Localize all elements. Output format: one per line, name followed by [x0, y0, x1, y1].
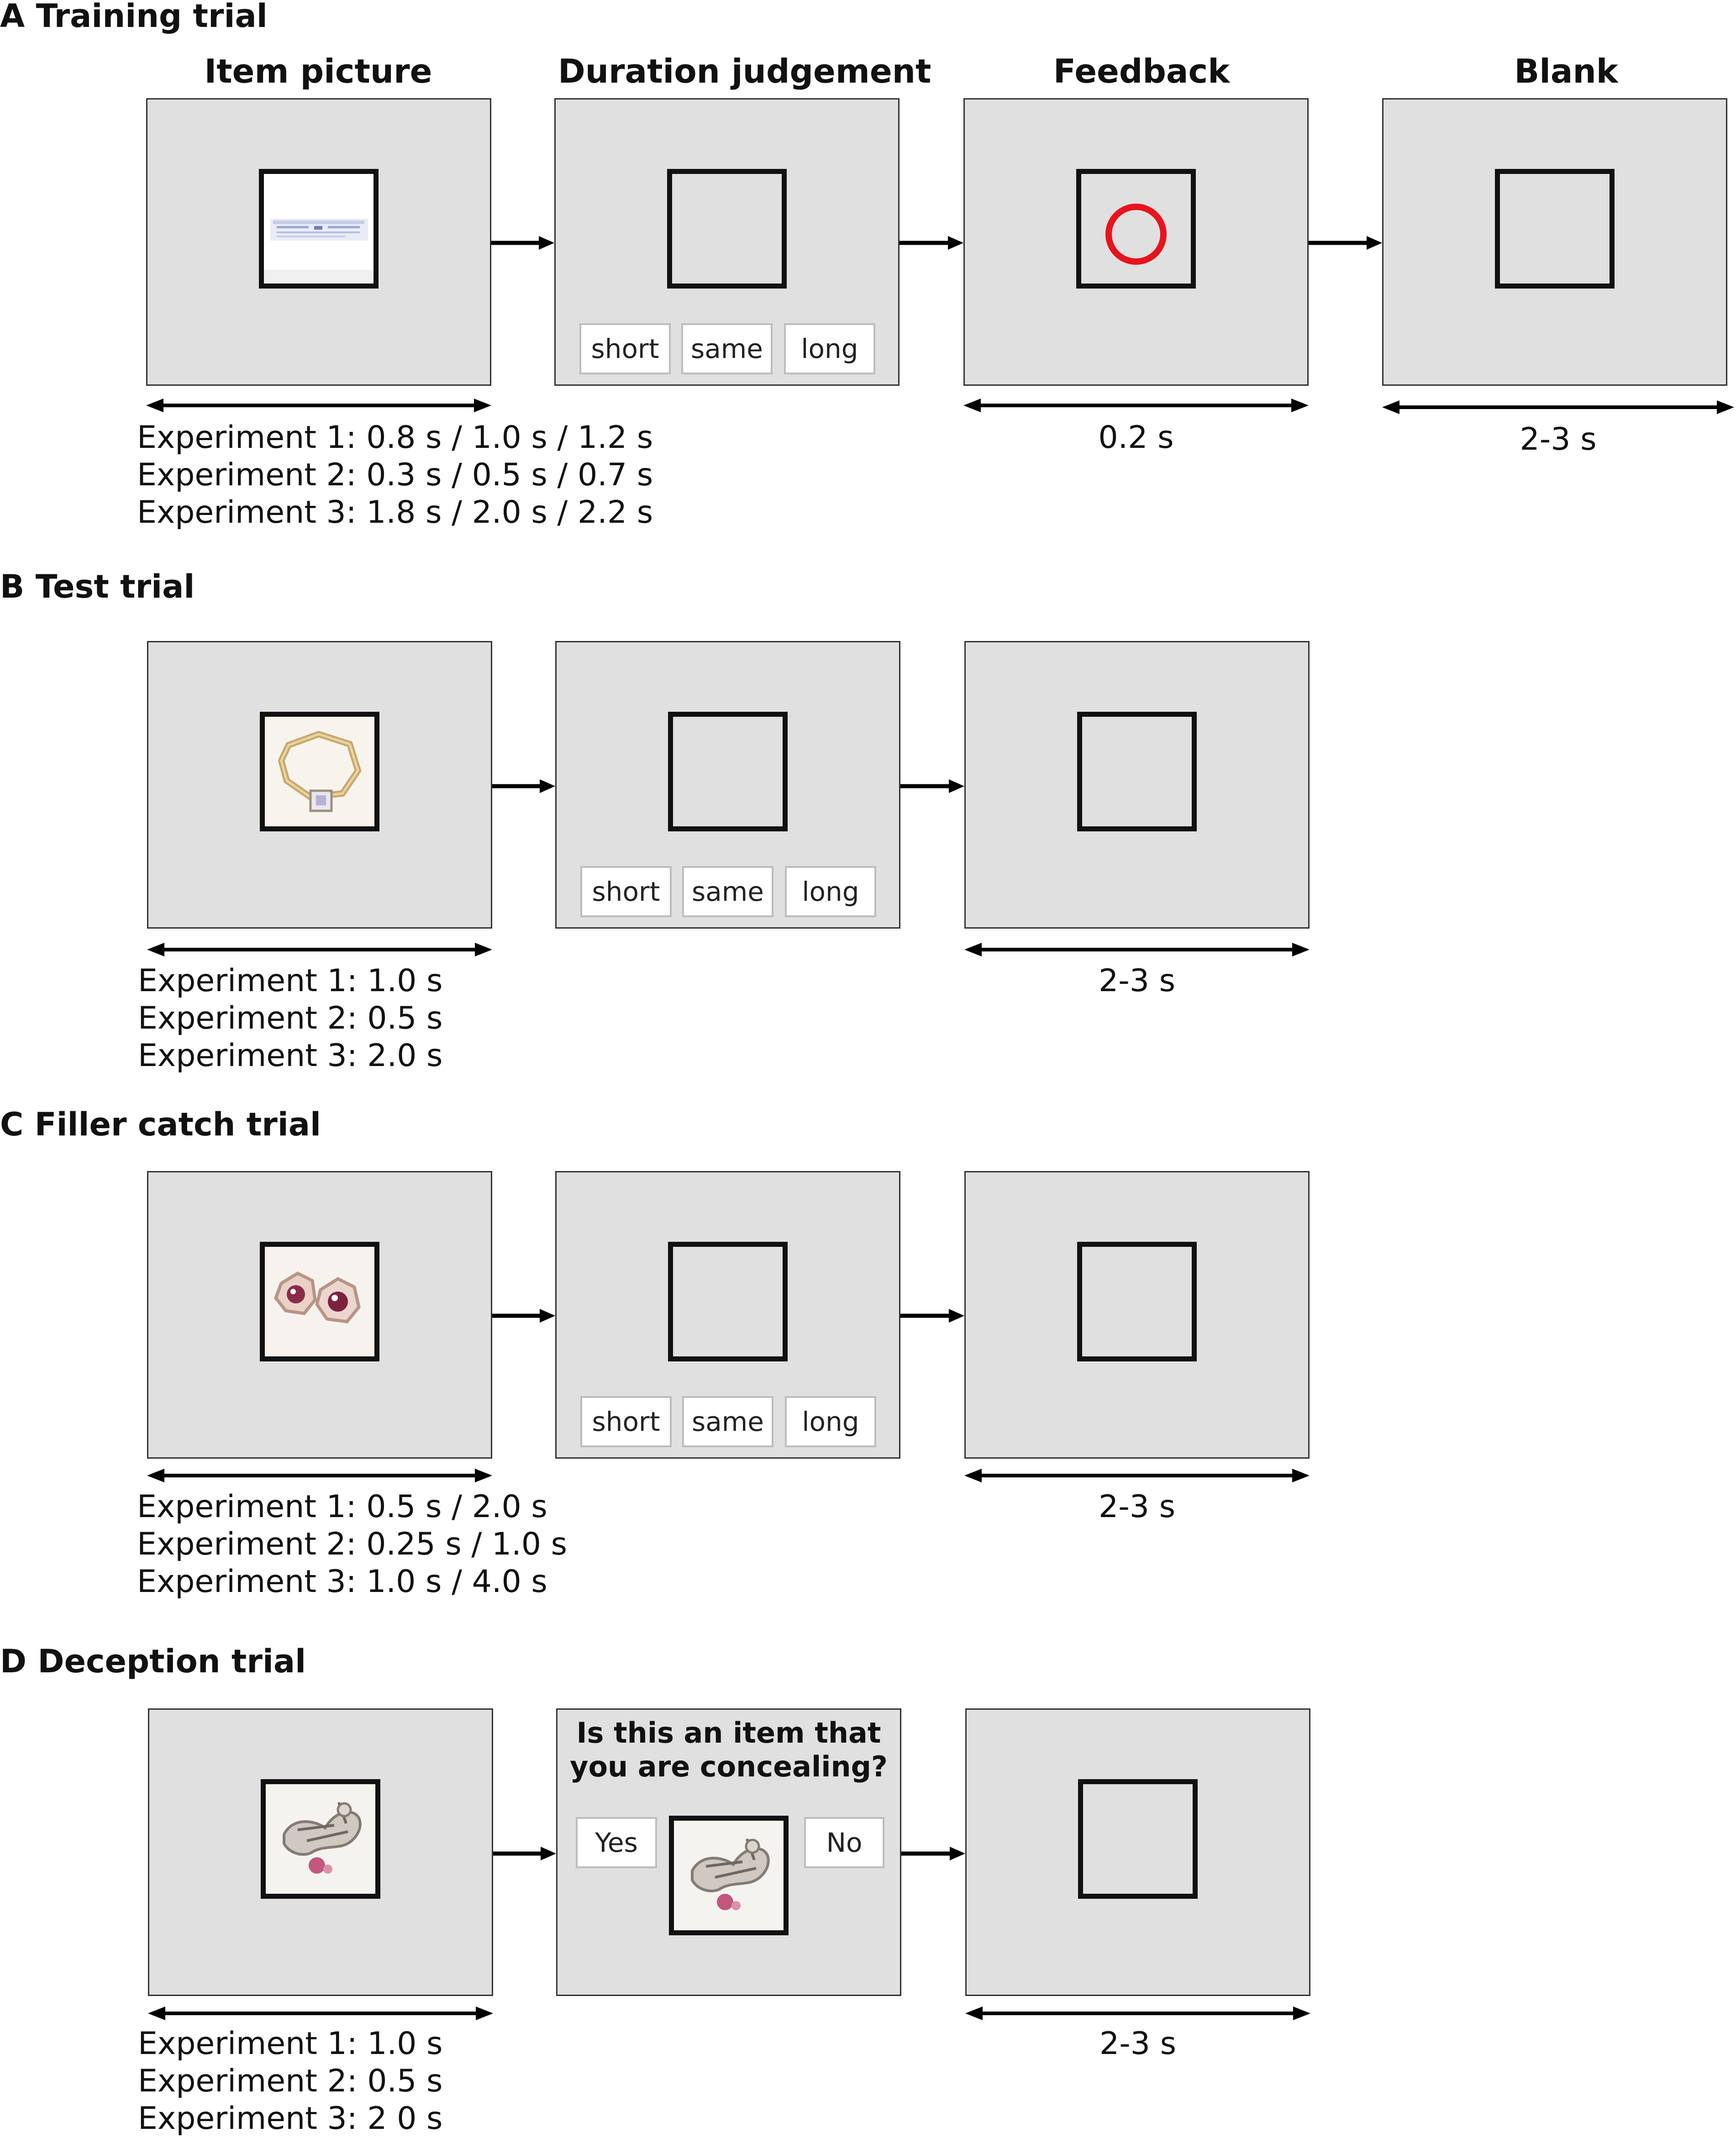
item-image-ring [265, 717, 374, 826]
deception-question: Is this an item that you are concealing? [570, 1716, 888, 1783]
blank-duration-label: 2-3 s [1099, 2026, 1177, 2062]
blank-screen [1382, 98, 1727, 386]
section-title: Deception trial [37, 1643, 306, 1680]
section-letter: C [0, 1106, 24, 1143]
item-duration-label: Experiment 1: 0.5 s / 2.0 s Experiment 2… [137, 1489, 568, 1600]
right-arrow-icon [900, 779, 964, 793]
item-duration-label: Experiment 1: 1.0 s Experiment 2: 0.5 s … [138, 963, 443, 1074]
long-button[interactable]: long [784, 323, 875, 374]
section-d-heading: D Deception trial [0, 1645, 306, 1677]
section-a-heading: A Training trial [0, 0, 268, 32]
same-button[interactable]: same [682, 866, 773, 917]
right-arrow-icon [900, 236, 963, 250]
correct-circle-icon [1105, 204, 1167, 265]
duration-timeline [964, 1469, 1310, 1482]
long-button[interactable]: long [785, 866, 876, 917]
item-duration-label: Experiment 1: 1.0 s Experiment 2: 0.5 s … [138, 2026, 443, 2137]
section-c-heading: C Filler catch trial [0, 1108, 321, 1140]
feedback-duration-label: 0.2 s [1098, 420, 1174, 456]
section-title: Filler catch trial [34, 1106, 321, 1143]
short-button[interactable]: short [579, 323, 671, 374]
column-header-blank: Blank [1514, 52, 1618, 90]
item-image-earrings [265, 1247, 374, 1356]
empty-frame [1077, 712, 1197, 831]
duration-judgement-screen: short same long [555, 1171, 900, 1459]
duration-judgement-screen: short same long [554, 98, 900, 386]
feedback-frame [1076, 169, 1196, 289]
blank-duration-label: 2-3 s [1520, 421, 1597, 457]
empty-frame [1495, 169, 1615, 289]
yes-button[interactable]: Yes [576, 1817, 657, 1868]
short-button[interactable]: short [580, 866, 672, 917]
right-arrow-icon [1309, 236, 1382, 250]
same-button[interactable]: same [681, 323, 773, 374]
blank-screen [964, 641, 1310, 929]
empty-frame [667, 169, 787, 289]
blank-screen [964, 1171, 1310, 1459]
duration-judgement-screen: short same long [555, 641, 900, 929]
section-letter: B [0, 568, 25, 605]
item-image-frame [259, 169, 379, 289]
deception-question-screen: Is this an item that you are concealing?… [556, 1708, 901, 1996]
feedback-screen [963, 98, 1309, 386]
long-button[interactable]: long [785, 1396, 876, 1447]
item-image-frame [669, 1816, 789, 1935]
section-letter: D [0, 1643, 27, 1680]
item-duration-label: Experiment 1: 0.8 s / 1.0 s / 1.2 s Expe… [137, 420, 653, 531]
section-title: Test trial [35, 568, 195, 605]
short-button[interactable]: short [580, 1396, 672, 1447]
blank-duration-label: 2-3 s [1098, 1489, 1176, 1525]
right-arrow-icon [491, 236, 554, 250]
right-arrow-icon [900, 1309, 964, 1323]
empty-frame [668, 1242, 788, 1361]
duration-timeline [965, 2007, 1310, 2020]
item-picture-screen [147, 641, 492, 929]
duration-timeline [146, 399, 491, 412]
section-b-heading: B Test trial [0, 571, 195, 603]
item-image-brooch [674, 1821, 784, 1930]
column-header-duration-judgement: Duration judgement [558, 52, 931, 90]
duration-timeline [963, 399, 1309, 412]
item-image-frame [260, 1242, 379, 1361]
duration-timeline [148, 2007, 493, 2020]
right-arrow-icon [492, 779, 555, 793]
duration-timeline [147, 1469, 492, 1482]
item-image-frame [261, 1779, 380, 1899]
column-header-feedback: Feedback [1053, 52, 1230, 90]
item-image-brooch [266, 1784, 375, 1894]
no-button[interactable]: No [804, 1817, 884, 1868]
item-picture-screen [146, 98, 491, 386]
empty-frame [1078, 1779, 1198, 1899]
blank-screen [965, 1708, 1310, 1996]
duration-timeline [1382, 400, 1734, 414]
right-arrow-icon [901, 1847, 965, 1860]
duration-timeline [964, 943, 1310, 956]
same-button[interactable]: same [682, 1396, 773, 1447]
empty-frame [668, 712, 788, 831]
item-image-frame [260, 712, 379, 831]
item-picture-screen [148, 1708, 493, 1996]
blank-duration-label: 2-3 s [1098, 963, 1176, 999]
column-header-item-picture: Item picture [204, 52, 432, 90]
section-letter: A [0, 0, 25, 35]
empty-frame [1077, 1242, 1197, 1361]
item-image-letter-paper [264, 174, 374, 284]
section-title: Training trial [36, 0, 268, 35]
item-picture-screen [147, 1171, 492, 1459]
right-arrow-icon [493, 1847, 556, 1860]
right-arrow-icon [492, 1309, 555, 1323]
duration-timeline [147, 943, 492, 956]
